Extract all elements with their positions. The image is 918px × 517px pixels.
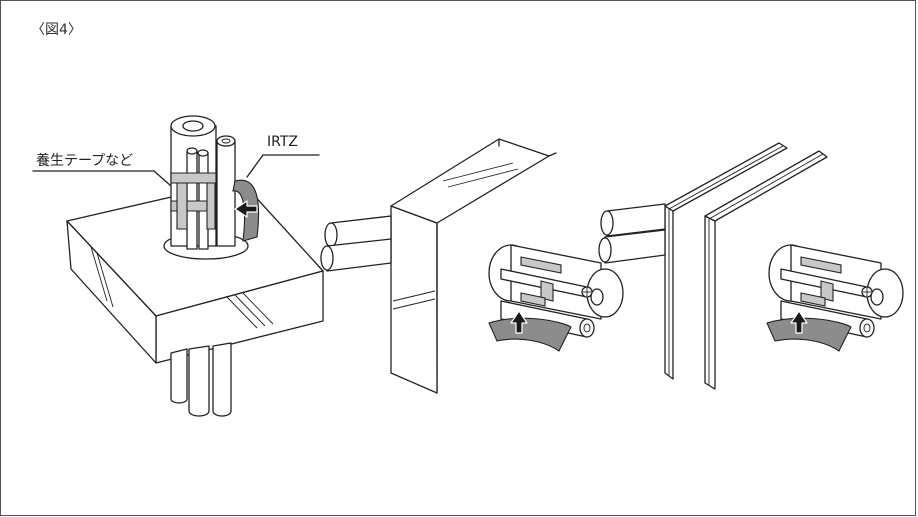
partition-irtz-sheet xyxy=(766,317,852,352)
callout-irtz: IRTZ xyxy=(267,134,298,150)
solid-wall xyxy=(390,138,557,394)
pipes-behind-partition xyxy=(598,203,666,264)
pipes-below-slab xyxy=(170,342,232,417)
figure-label: 〈図4〉 xyxy=(31,22,82,38)
protective-tape-bands xyxy=(170,172,217,230)
wrap-arrow-icon xyxy=(234,200,258,218)
partition-tape-bands xyxy=(800,256,842,307)
board-partition xyxy=(664,142,828,390)
wall-arrow-icon xyxy=(510,310,528,334)
irtz-leader-line xyxy=(246,154,320,178)
tape-leader-line xyxy=(32,170,180,194)
wall-irtz-sheet xyxy=(488,317,572,352)
callout-protective-tape: 養生テープなど xyxy=(36,153,134,169)
partition-arrow-icon xyxy=(790,310,808,334)
wall-tape-bands xyxy=(520,256,562,307)
pipes-behind-wall xyxy=(320,215,392,272)
